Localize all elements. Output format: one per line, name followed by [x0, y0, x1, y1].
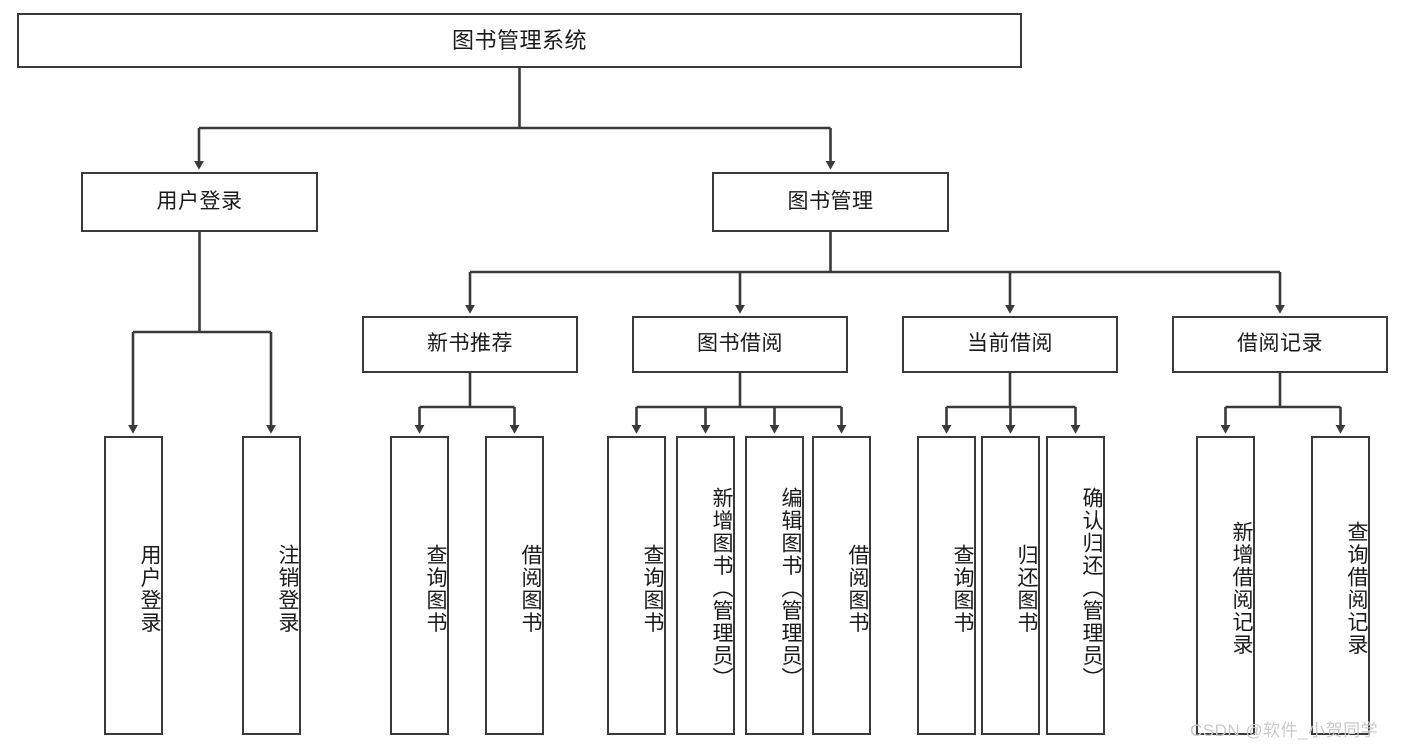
node-user-login[interactable]: 用户登录 — [81, 172, 318, 232]
node-label: 查询借阅记录 — [1345, 521, 1368, 656]
node-label: 编辑图书（管理员） — [779, 487, 802, 690]
node-book-borrowing[interactable]: 图书借阅 — [632, 316, 848, 373]
csdn-watermark: CSDN @软件_小贺同学 — [1190, 721, 1379, 740]
node-leaf-query-borrowing-record[interactable]: 查询借阅记录 — [1311, 436, 1370, 735]
node-root-book-management-system[interactable]: 图书管理系统 — [17, 13, 1022, 68]
node-leaf-return-book[interactable]: 归还图书 — [981, 436, 1040, 735]
node-label: 新增借阅记录 — [1230, 521, 1253, 656]
node-leaf-add-book-admin[interactable]: 新增图书（管理员） — [676, 436, 735, 735]
node-label: 确认归还（管理员） — [1080, 487, 1103, 690]
node-label: 当前借阅 — [967, 332, 1053, 356]
node-label: 用户登录 — [156, 189, 243, 213]
node-current-borrowing[interactable]: 当前借阅 — [902, 316, 1118, 373]
node-leaf-user-login[interactable]: 用户登录 — [104, 436, 163, 735]
node-label: 注销登录 — [276, 543, 299, 634]
node-leaf-add-borrowing-record[interactable]: 新增借阅记录 — [1196, 436, 1255, 735]
node-book-manage[interactable]: 图书管理 — [712, 172, 949, 232]
node-label: 图书借阅 — [697, 332, 783, 356]
node-leaf-confirm-return-admin[interactable]: 确认归还（管理员） — [1046, 436, 1105, 735]
node-leaf-borrow-book-recommendation[interactable]: 借阅图书 — [485, 436, 544, 735]
node-label: 新书推荐 — [427, 332, 513, 356]
node-label: 借阅图书 — [519, 543, 542, 634]
node-borrowing-record[interactable]: 借阅记录 — [1172, 316, 1388, 373]
node-label: 查询图书 — [424, 543, 447, 634]
node-label: 图书管理系统 — [451, 27, 587, 53]
node-new-book-recommendation[interactable]: 新书推荐 — [362, 316, 578, 373]
node-label: 查询图书 — [641, 543, 664, 634]
node-label: 归还图书 — [1015, 543, 1038, 634]
node-leaf-logout-login[interactable]: 注销登录 — [242, 436, 301, 735]
node-label: 查询图书 — [951, 543, 974, 634]
node-label: 新增图书（管理员） — [710, 487, 733, 690]
node-label: 用户登录 — [138, 543, 161, 634]
node-label: 图书管理 — [787, 189, 874, 213]
node-leaf-query-book-current[interactable]: 查询图书 — [917, 436, 976, 735]
node-leaf-borrow-book[interactable]: 借阅图书 — [812, 436, 871, 735]
node-label: 借阅记录 — [1237, 332, 1323, 356]
node-leaf-edit-book-admin[interactable]: 编辑图书（管理员） — [745, 436, 804, 735]
node-leaf-query-book-borrowing[interactable]: 查询图书 — [607, 436, 666, 735]
node-label: 借阅图书 — [846, 543, 869, 634]
node-leaf-query-book-recommendation[interactable]: 查询图书 — [390, 436, 449, 735]
